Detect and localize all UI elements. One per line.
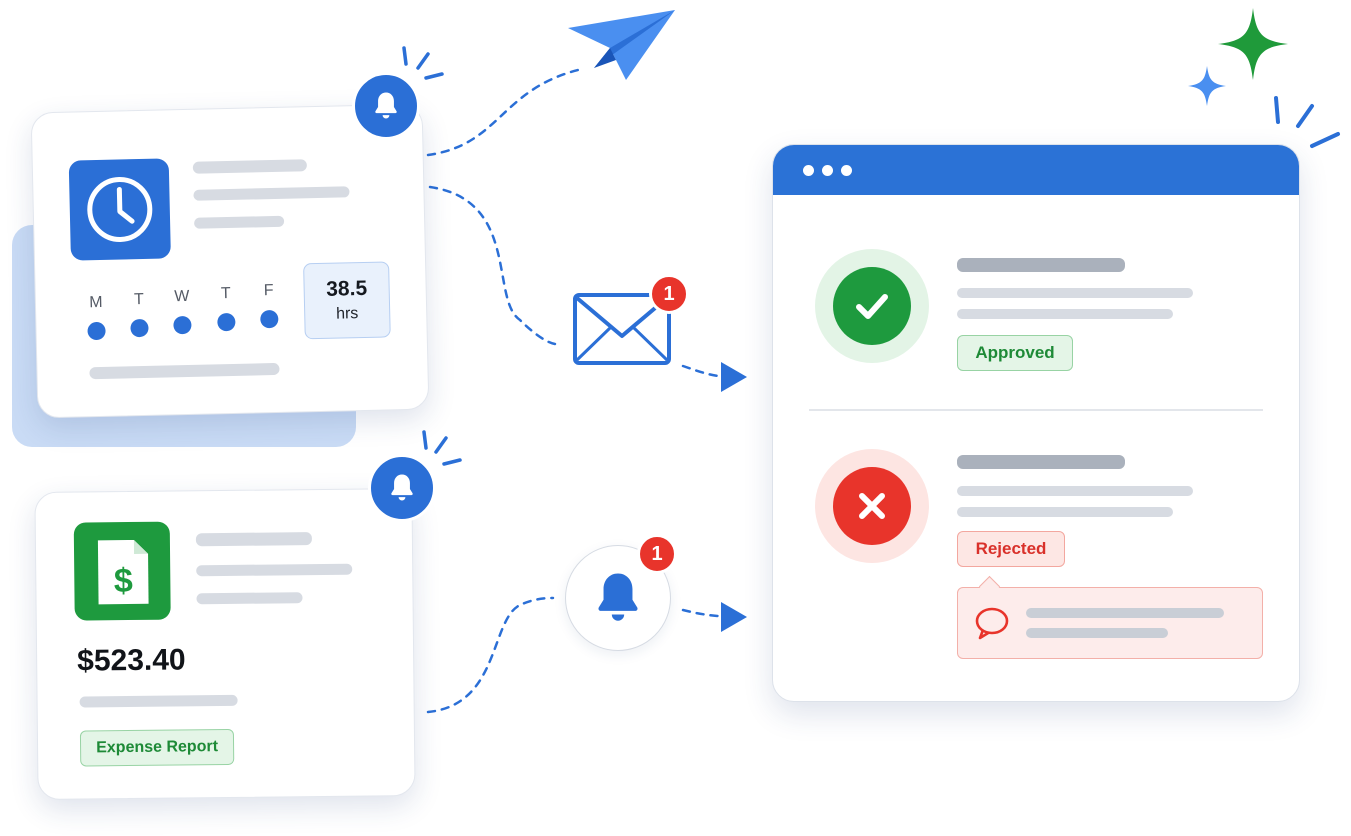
placeholder-line [1026,628,1168,638]
placeholder-line [957,288,1193,298]
document-dollar-icon: $ [97,539,149,605]
placeholder-line [957,507,1173,517]
day-dot [217,312,236,332]
bell-count: 1 [651,542,663,565]
comment-icon [975,607,1009,640]
paper-plane-icon [568,10,675,80]
bell-icon [375,92,397,119]
sparkle-icon [1218,8,1288,80]
review-window: Approved Rejected [772,144,1300,702]
clock-icon-tile [68,158,171,261]
day-label: M [89,293,103,312]
burst-lines [1274,96,1340,148]
row-divider [809,409,1263,411]
callout-pointer [978,575,1001,598]
rejection-comment[interactable] [957,575,1263,659]
expense-amount: $523.40 [76,643,186,678]
placeholder-line [957,258,1125,272]
day-label: T [133,290,144,309]
mail-count-badge: 1 [649,274,689,314]
expense-card[interactable]: $ $523.40 Expense Report [34,488,416,800]
day-label: F [263,282,274,300]
placeholder-line [957,309,1173,319]
burst-lines [402,46,444,80]
window-dot [822,165,833,176]
day-label: T [220,284,231,303]
hours-unit: hrs [335,305,359,323]
check-icon [856,294,888,319]
window-dot [803,165,814,176]
approved-status-circle [815,249,929,363]
notification-bell-badge[interactable] [352,72,420,140]
placeholder-line [79,694,238,708]
day-dot [260,309,279,329]
timesheet-card[interactable]: M T W T F 38.5 hrs [30,103,430,419]
mail-icon[interactable] [572,292,672,366]
mail-count: 1 [663,282,675,305]
window-title-bar [773,145,1299,195]
placeholder-line [194,215,285,229]
placeholder-line [1026,608,1224,618]
rejected-badge: Rejected [957,531,1065,567]
placeholder-line [89,362,280,380]
rejected-status-circle [815,449,929,563]
placeholder-line [196,563,353,577]
document-dollar-icon-tile: $ [73,521,171,621]
bell-icon [391,474,413,501]
placeholder-line [196,592,303,605]
approved-status-dot [833,267,911,345]
day-dot [173,315,192,335]
day-label: W [174,287,190,306]
svg-text:$: $ [114,562,133,600]
hours-value: 38.5 [325,276,368,301]
clock-icon [87,176,153,242]
sparkle-icon [1188,66,1226,106]
close-icon [859,493,885,519]
expense-report-tag: Expense Report [79,728,235,767]
hours-total-box: 38.5 hrs [303,261,391,340]
rejected-status-dot [833,467,911,545]
placeholder-line [193,186,350,201]
notification-bell-badge[interactable] [368,454,436,522]
placeholder-line [957,486,1193,496]
bell-icon [598,573,638,621]
window-dot [841,165,852,176]
approved-badge: Approved [957,335,1073,371]
placeholder-line [192,159,307,174]
day-dot [87,321,106,341]
placeholder-line [957,455,1125,469]
burst-lines [422,430,462,466]
day-dot [130,318,149,338]
placeholder-line [195,532,312,547]
bell-count-badge: 1 [637,534,677,574]
